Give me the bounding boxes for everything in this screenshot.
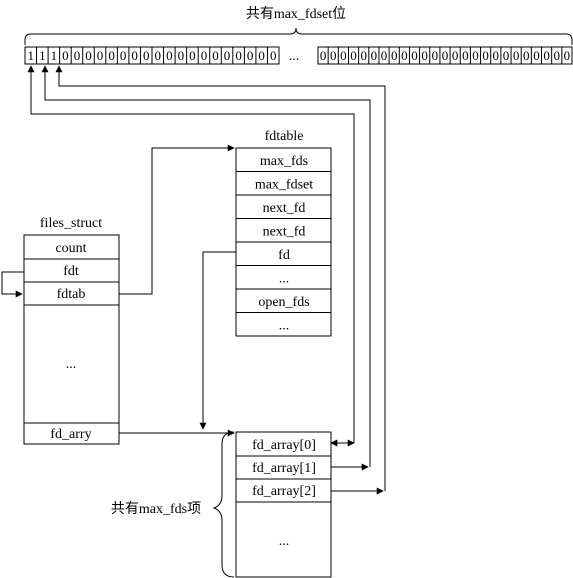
bitmap-left-bit: 0	[143, 48, 150, 63]
bitmap-right-bit: 0	[371, 48, 378, 63]
arrow-fd-array-0-to-bit-0	[30, 66, 355, 443]
bitmap-left-bit: 1	[39, 48, 46, 63]
bitmap-right-bit: 0	[503, 48, 510, 63]
arrow-fd-to-fd-array	[199, 251, 236, 430]
bitmap-left-bit: 0	[97, 48, 104, 63]
arrow-fdtab-to-fdtable	[119, 144, 235, 295]
files-struct-box	[23, 234, 120, 445]
bitmap-right-bit: 0	[523, 48, 530, 63]
bitmap-right-bit: 0	[452, 48, 459, 63]
bitmap-left-bit: 0	[166, 48, 173, 63]
fdtable-field: ...	[279, 318, 290, 333]
bitmap-title: 共有max_fdset位	[246, 6, 346, 22]
bitmap-right-bit: 0	[462, 48, 469, 63]
files-struct-field-fdt: fdt	[63, 264, 79, 279]
bitmap-right-bit: 0	[360, 48, 367, 63]
bitmap-left-bit: 0	[212, 48, 219, 63]
bitmap-left-bit: 0	[224, 48, 231, 63]
fd-array-brace-label: 共有max_fds项	[111, 501, 201, 517]
bitmap-left-bit: 0	[270, 48, 277, 63]
bitmap-right-box	[317, 46, 573, 65]
files-struct-field-count: count	[55, 241, 86, 256]
bitmap-right-bit: 0	[411, 48, 418, 63]
bitmap-left-bit: 0	[201, 48, 208, 63]
files-struct-field-fd-arry: fd_arry	[50, 427, 91, 442]
fd-array-box	[235, 431, 332, 578]
fd-array-field-ellipsis: ...	[279, 534, 290, 549]
files-struct-title: files_struct	[40, 216, 102, 231]
arrow-fdt-to-fdtab	[1, 271, 24, 298]
fdtable-field: open_fds	[258, 295, 309, 310]
arrow-fd-array-2-to-bit-2	[55, 65, 386, 491]
fdtable-field: next_fd	[263, 224, 306, 239]
bitmap-right-bit: 0	[432, 48, 439, 63]
bitmap-left-bit: 1	[51, 48, 58, 63]
fdtable-field: ...	[279, 271, 290, 286]
bitmap-left-bit: 0	[120, 48, 127, 63]
fd-array-field-1: fd_array[1]	[252, 461, 316, 476]
fdtable-title: fdtable	[265, 129, 304, 144]
bitmap-left-bit: 0	[189, 48, 196, 63]
bitmap-left-bit: 1	[28, 48, 35, 63]
fd-array-brace	[212, 431, 235, 578]
bitmap-left-bit: 0	[235, 48, 242, 63]
bitmap-right-bit: 0	[543, 48, 550, 63]
bitmap-right-bit: 0	[320, 48, 327, 63]
bitmap-right-bit: 0	[330, 48, 337, 63]
files-struct-field-ellipsis: ...	[66, 357, 77, 372]
bitmap-right-bit: 0	[401, 48, 408, 63]
bitmap-right-bit: 0	[442, 48, 449, 63]
bitmap-left-bit: 0	[247, 48, 254, 63]
bitmap-right-bit: 0	[340, 48, 347, 63]
bitmap-right-bit: 0	[493, 48, 500, 63]
bitmap-left-bit: 0	[74, 48, 81, 63]
bitmap-right-bit: 0	[564, 48, 571, 63]
fdtable-field: max_fdset	[255, 177, 313, 192]
bitmap-left-bit: 0	[178, 48, 185, 63]
bitmap-right-bit: 0	[421, 48, 428, 63]
bitmap-left-bit: 0	[131, 48, 138, 63]
bitmap-right-bit: 0	[391, 48, 398, 63]
fdtable-field: fd	[278, 248, 290, 263]
bitmap-left-bit: 0	[85, 48, 92, 63]
fdtable-field: max_fds	[260, 154, 308, 169]
bitmap-right-bit: 0	[381, 48, 388, 63]
fd-array-field-0: fd_array[0]	[252, 438, 316, 453]
bitmap-right-bit: 0	[513, 48, 520, 63]
bitmap-left-bit: 0	[108, 48, 115, 63]
bitmap-left-bit: 0	[155, 48, 162, 63]
bitmap-right-bit: 0	[554, 48, 561, 63]
bitmap-right-bit: 0	[350, 48, 357, 63]
bitmap-right-bit: 0	[482, 48, 489, 63]
bitmap-brace	[24, 27, 573, 45]
bitmap-left-bit: 0	[258, 48, 265, 63]
arrow-fd-array-1-to-bit-1	[41, 65, 371, 467]
fd-array-field-2: fd_array[2]	[252, 484, 316, 499]
bitmap-right-bit: 0	[472, 48, 479, 63]
bitmap-left-bit: 0	[62, 48, 69, 63]
bitmap-ellipsis: ...	[289, 49, 300, 64]
fdtable-field: next_fd	[263, 201, 306, 216]
files-struct-field-fdtab: fdtab	[57, 287, 86, 302]
bitmap-right-bit: 0	[533, 48, 540, 63]
